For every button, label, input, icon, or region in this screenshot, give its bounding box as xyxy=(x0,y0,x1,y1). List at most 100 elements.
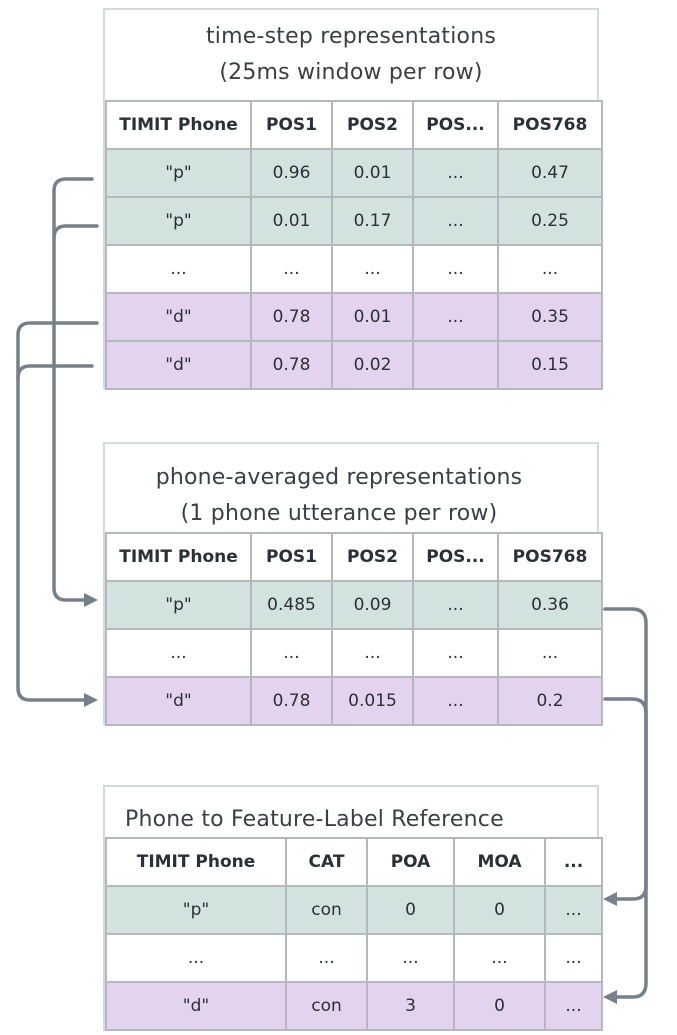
table-row: "p" 0.96 0.01 ... 0.47 xyxy=(105,148,603,198)
table-cell: 0.01 xyxy=(331,148,414,198)
table-cell: 0.01 xyxy=(331,292,414,342)
table-row: "d" 0.78 0.02 0.15 xyxy=(105,340,603,390)
column-header: POS768 xyxy=(497,532,603,582)
table-cell: ... xyxy=(497,628,603,678)
column-header: TIMIT Phone xyxy=(105,532,252,582)
table-cell: ... xyxy=(285,933,368,983)
table-cell: ... xyxy=(497,244,603,294)
table-cell: 0.2 xyxy=(497,676,603,726)
table-cell: con xyxy=(285,885,368,935)
table-cell: 0.78 xyxy=(250,340,333,390)
table-cell: ... xyxy=(412,244,499,294)
column-header: MOA xyxy=(453,837,546,887)
table-cell: ... xyxy=(412,292,499,342)
table-cell: ... xyxy=(331,244,414,294)
table-cell: 0.78 xyxy=(250,676,333,726)
table-cell: ... xyxy=(544,981,603,1031)
column-header: POA xyxy=(366,837,455,887)
table-cell: 0.78 xyxy=(250,292,333,342)
d-branch-line xyxy=(16,364,94,380)
table-cell: "p" xyxy=(105,196,252,246)
right-top-line xyxy=(603,607,648,901)
table-cell: "d" xyxy=(105,676,252,726)
table-cell: ... xyxy=(412,148,499,198)
table-cell: ... xyxy=(412,676,499,726)
table-cell: ... xyxy=(412,196,499,246)
table-cell: ... xyxy=(544,933,603,983)
table-cell: "p" xyxy=(105,580,252,630)
phone-averaged-panel: phone-averaged representations (1 phone … xyxy=(103,442,603,726)
table-row: "p" con 0 0 ... xyxy=(105,885,603,935)
time-step-title-line1: time-step representations xyxy=(205,24,497,49)
table-cell: 0.02 xyxy=(331,340,414,390)
table-row: "p" 0.01 0.17 ... 0.25 xyxy=(105,196,603,246)
table-row: ... ... ... ... ... xyxy=(105,933,603,983)
time-step-table: TIMIT Phone POS1 POS2 POS... POS768 "p" … xyxy=(105,100,603,390)
table-cell: 0.485 xyxy=(250,580,333,630)
table-header-row: TIMIT Phone POS1 POS2 POS... POS768 xyxy=(105,532,603,582)
column-header: TIMIT Phone xyxy=(105,837,287,887)
table-cell: ... xyxy=(105,628,252,678)
column-header: POS1 xyxy=(250,100,333,150)
table-cell: ... xyxy=(331,628,414,678)
time-step-title-line2: (25ms window per row) xyxy=(219,60,483,85)
table-cell: ... xyxy=(544,885,603,935)
table-cell: 0.25 xyxy=(497,196,603,246)
feature-label-title: Phone to Feature-Label Reference xyxy=(125,807,504,832)
column-header: POS2 xyxy=(331,100,414,150)
table-cell: 0 xyxy=(453,885,546,935)
column-header: POS1 xyxy=(250,532,333,582)
table-cell: 0.35 xyxy=(497,292,603,342)
table-cell: 0 xyxy=(453,981,546,1031)
column-header: POS2 xyxy=(331,532,414,582)
table-cell: 0.09 xyxy=(331,580,414,630)
table-cell: ... xyxy=(105,244,252,294)
table-cell: ... xyxy=(412,580,499,630)
time-step-panel: time-step representations (25ms window p… xyxy=(103,8,603,390)
table-header-row: TIMIT Phone POS1 POS2 POS... POS768 xyxy=(105,100,603,150)
column-header: TIMIT Phone xyxy=(105,100,252,150)
column-header: CAT xyxy=(285,837,368,887)
table-cell: 0.47 xyxy=(497,148,603,198)
column-header: ... xyxy=(544,837,603,887)
table-cell: 0.96 xyxy=(250,148,333,198)
table-cell: "p" xyxy=(105,885,287,935)
table-cell: 3 xyxy=(366,981,455,1031)
table-row: "d" 0.78 0.01 ... 0.35 xyxy=(105,292,603,342)
arrowhead-icon xyxy=(84,693,98,707)
phone-averaged-title-line2: (1 phone utterance per row) xyxy=(180,501,498,526)
right-bottom-line xyxy=(603,697,648,999)
column-header: POS... xyxy=(412,532,499,582)
table-cell: ... xyxy=(250,628,333,678)
table-cell: "d" xyxy=(105,292,252,342)
table-cell: ... xyxy=(453,933,546,983)
phone-averaged-title-line1: phone-averaged representations xyxy=(155,465,523,490)
table-row: "p" 0.485 0.09 ... 0.36 xyxy=(105,580,603,630)
p-branch-line xyxy=(52,224,99,240)
table-row: "d" 0.78 0.015 ... 0.2 xyxy=(105,676,603,726)
arrowhead-icon xyxy=(603,892,617,906)
table-cell: 0 xyxy=(366,885,455,935)
table-cell: ... xyxy=(250,244,333,294)
table-cell: "d" xyxy=(105,340,252,390)
table-cell: 0.015 xyxy=(331,676,414,726)
arrowhead-icon xyxy=(84,593,98,607)
column-header: POS... xyxy=(412,100,499,150)
table-row: ... ... ... ... ... xyxy=(105,244,603,294)
arrowhead-icon xyxy=(603,990,617,1004)
table-row: "d" con 3 0 ... xyxy=(105,981,603,1031)
table-row: ... ... ... ... ... xyxy=(105,628,603,678)
table-cell: 0.15 xyxy=(497,340,603,390)
table-cell: 0.01 xyxy=(250,196,333,246)
phone-averaged-table: TIMIT Phone POS1 POS2 POS... POS768 "p" … xyxy=(105,532,603,726)
table-cell: con xyxy=(285,981,368,1031)
table-cell: "d" xyxy=(105,981,287,1031)
table-cell xyxy=(412,340,499,390)
table-cell: ... xyxy=(412,628,499,678)
table-cell: ... xyxy=(366,933,455,983)
table-cell: "p" xyxy=(105,148,252,198)
column-header: POS768 xyxy=(497,100,603,150)
feature-label-table: TIMIT Phone CAT POA MOA ... "p" con 0 0 … xyxy=(105,837,603,1031)
p-bracket-line xyxy=(52,177,94,602)
feature-label-panel: Phone to Feature-Label Reference TIMIT P… xyxy=(103,785,603,1031)
